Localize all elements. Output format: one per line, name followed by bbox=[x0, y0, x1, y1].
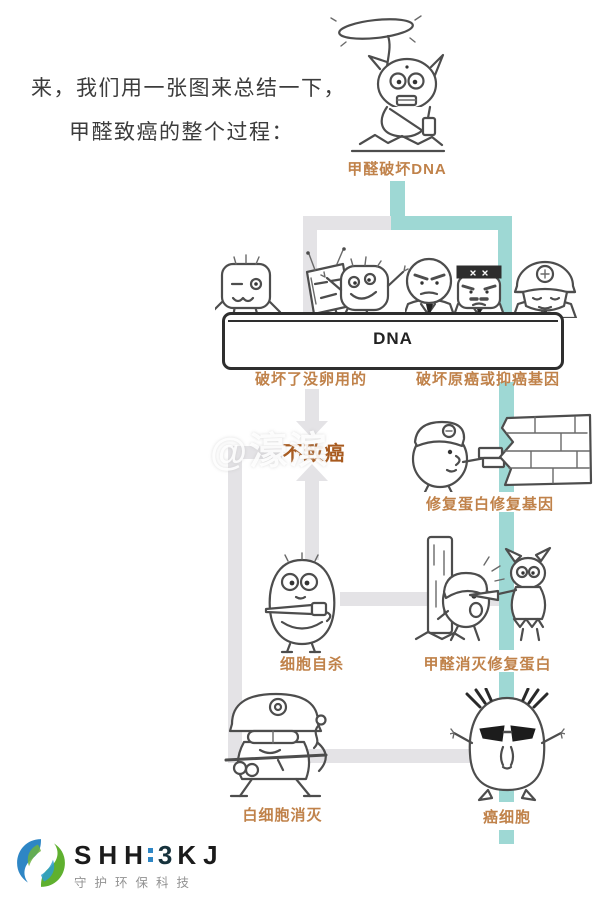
flow-line-gray-horizontal bbox=[303, 216, 391, 230]
flow-line-teal-horizontal bbox=[390, 216, 512, 230]
cell-suicide-illustration bbox=[252, 552, 352, 654]
intro-text-line1: 来，我们用一张图来总结一下， bbox=[31, 77, 346, 100]
brand-logo: SHH 3 KJ 守护环保科技 bbox=[16, 838, 225, 891]
brand-logo-b-dots-icon bbox=[147, 848, 153, 862]
brand-logo-part1: SHH bbox=[74, 840, 150, 870]
flow-line-gray-left-vertical bbox=[228, 446, 242, 763]
flow-arrow-down-no-cancer bbox=[296, 421, 328, 438]
brand-logo-subtitle: 守护环保科技 bbox=[74, 876, 198, 890]
white-blood-cell-illustration bbox=[218, 684, 343, 804]
important-genes-characters-illustration bbox=[405, 244, 590, 318]
flow-line-teal-to-dna bbox=[498, 216, 512, 316]
useless-genes-characters-illustration bbox=[215, 244, 415, 318]
dna-bar: DNA bbox=[222, 312, 564, 370]
brand-logo-word: SHH 3 KJ bbox=[74, 842, 225, 868]
flow-arrow-up-no-cancer bbox=[296, 464, 328, 481]
kill-repair-protein-illustration bbox=[400, 535, 560, 653]
label-cell-suicide: 细胞自杀 bbox=[279, 656, 344, 673]
label-repair-protein-fixes-gene: 修复蛋白修复基因 bbox=[425, 496, 554, 513]
label-no-cancer: 不致癌 bbox=[282, 443, 346, 465]
label-destroyed-oncogenes: 破坏原癌或抑癌基因 bbox=[415, 371, 560, 388]
flow-line-gray-suicide-up bbox=[305, 480, 319, 560]
repair-protein-illustration bbox=[403, 408, 595, 492]
watermark-text: @濠滨 bbox=[209, 429, 330, 475]
flow-line-teal-seg-d bbox=[499, 830, 514, 844]
flow-line-gray-useless-down bbox=[305, 389, 319, 422]
label-white-blood-cell-eliminates: 白细胞消灭 bbox=[242, 807, 323, 824]
label-formaldehyde-destroys-dna: 甲醛破坏DNA bbox=[347, 161, 447, 178]
brand-logo-part3: KJ bbox=[177, 840, 225, 870]
formaldehyde-monster-illustration bbox=[330, 8, 465, 158]
flow-line-teal-seg-b bbox=[499, 512, 514, 650]
flow-line-teal-start bbox=[390, 181, 405, 223]
label-formaldehyde-kills-repair-protein: 甲醛消灭修复蛋白 bbox=[423, 656, 552, 673]
label-destroyed-useless-genes: 破坏了没卵用的 bbox=[254, 371, 367, 388]
brand-logo-part2: 3 bbox=[157, 840, 173, 870]
label-cancer-cell: 癌细胞 bbox=[482, 809, 531, 826]
intro-text-line2: 甲醛致癌的整个过程： bbox=[69, 121, 294, 144]
brand-logo-swirl-icon bbox=[17, 839, 65, 887]
dna-bar-label: DNA bbox=[373, 329, 413, 348]
dna-bar-lip bbox=[228, 320, 558, 322]
cancer-cell-illustration bbox=[450, 688, 565, 803]
